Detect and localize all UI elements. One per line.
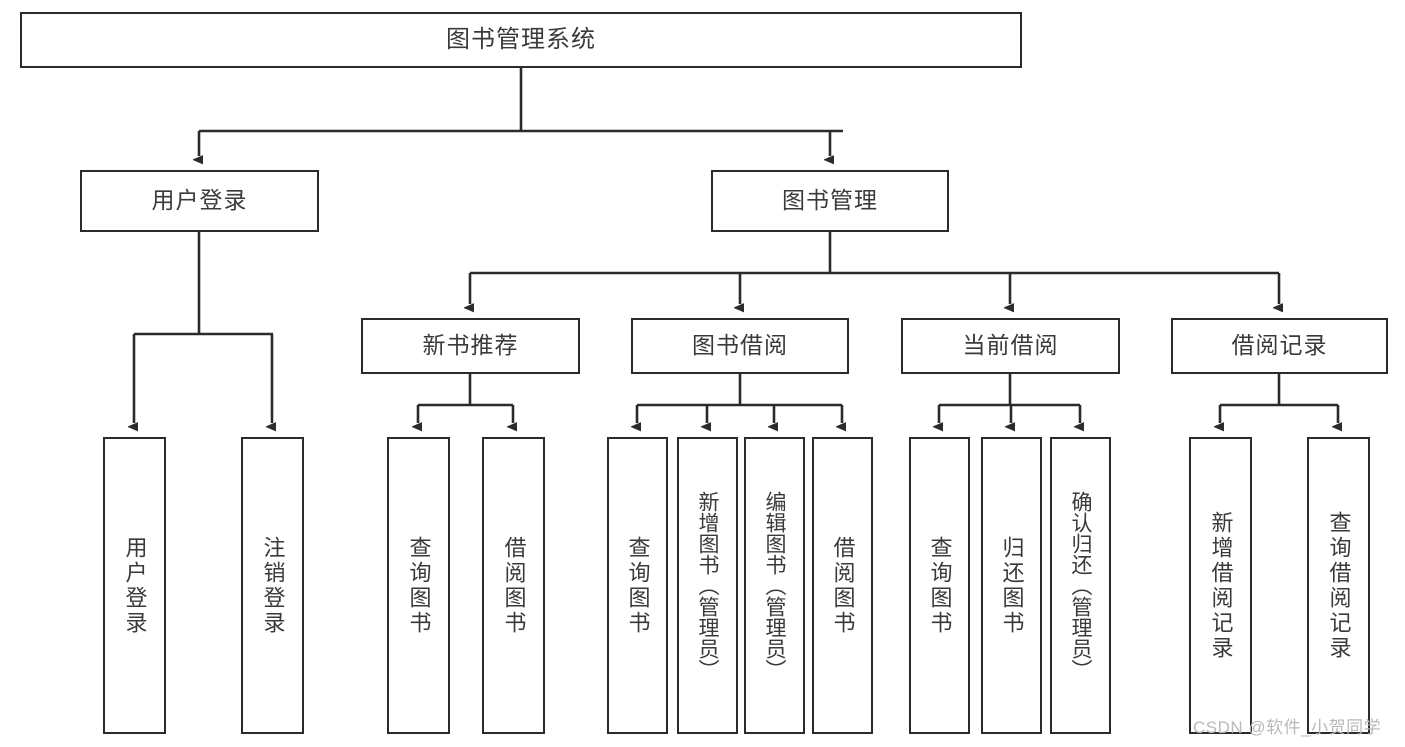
leaf-node-edit-book-admin[interactable]: 编辑图书（管理员）: [744, 437, 805, 734]
leaf-label: 注销登录: [260, 535, 286, 636]
leaf-node-logout[interactable]: 注销登录: [241, 437, 304, 734]
node-new-book-recommend[interactable]: 新书推荐: [361, 318, 580, 374]
node-book-borrow[interactable]: 图书借阅: [631, 318, 849, 374]
leaf-node-query-book-recommend[interactable]: 查询图书: [387, 437, 450, 734]
leaf-node-borrow-book[interactable]: 借阅图书: [812, 437, 873, 734]
leaf-label: 查询借阅记录: [1326, 510, 1352, 661]
leaf-label: 确认归还（管理员）: [1069, 491, 1092, 680]
leaf-node-add-book-admin[interactable]: 新增图书（管理员）: [677, 437, 738, 734]
node-root-system[interactable]: 图书管理系统: [20, 12, 1022, 68]
node-user-login[interactable]: 用户登录: [80, 170, 319, 232]
leaf-node-query-book-current[interactable]: 查询图书: [909, 437, 970, 734]
leaf-label: 归还图书: [999, 535, 1025, 636]
leaf-node-query-book-borrow[interactable]: 查询图书: [607, 437, 668, 734]
leaf-label: 借阅图书: [830, 535, 856, 636]
leaf-label: 编辑图书（管理员）: [763, 491, 786, 680]
leaf-label: 借阅图书: [501, 535, 527, 636]
leaf-label: 新增借阅记录: [1208, 510, 1234, 661]
leaf-node-return-book[interactable]: 归还图书: [981, 437, 1042, 734]
leaf-node-user-login[interactable]: 用户登录: [103, 437, 166, 734]
leaf-node-borrow-book-recommend[interactable]: 借阅图书: [482, 437, 545, 734]
leaf-node-query-borrow-record[interactable]: 查询借阅记录: [1307, 437, 1370, 734]
leaf-label: 新增图书（管理员）: [696, 491, 719, 680]
leaf-label: 查询图书: [927, 535, 953, 636]
node-book-manage[interactable]: 图书管理: [711, 170, 949, 232]
node-borrow-record[interactable]: 借阅记录: [1171, 318, 1388, 374]
leaf-node-add-borrow-record[interactable]: 新增借阅记录: [1189, 437, 1252, 734]
node-current-borrow[interactable]: 当前借阅: [901, 318, 1120, 374]
leaf-node-confirm-return-admin[interactable]: 确认归还（管理员）: [1050, 437, 1111, 734]
leaf-label: 查询图书: [406, 535, 432, 636]
csdn-watermark: CSDN @软件_小贺同学: [1193, 718, 1382, 737]
leaf-label: 查询图书: [625, 535, 651, 636]
leaf-label: 用户登录: [122, 535, 148, 636]
